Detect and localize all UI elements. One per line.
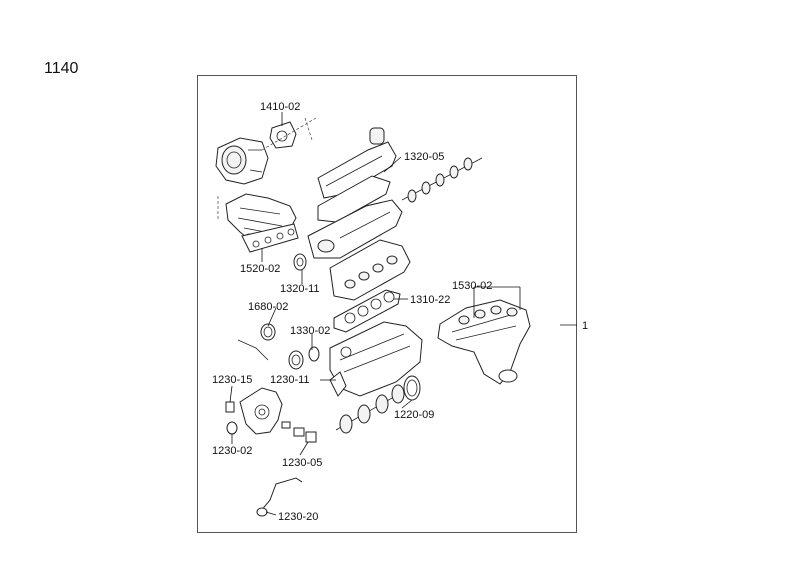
oil-pump-housing-part[interactable] [239, 387, 283, 435]
label-1230-15: 1230-15 [212, 374, 252, 386]
cam-carrier-part[interactable] [307, 199, 403, 259]
label-1220-09: 1220-09 [394, 409, 434, 421]
head-gasket-part[interactable] [333, 289, 401, 333]
camshaft-part[interactable] [401, 157, 483, 203]
gasket-1230-11-part[interactable] [329, 371, 347, 397]
throttle-body-part[interactable] [215, 137, 269, 185]
page-number: 1140 [44, 60, 79, 77]
valve-cover-part[interactable] [317, 127, 397, 199]
label-1530-02: 1530-02 [452, 280, 492, 292]
exhaust-manifold-part[interactable] [437, 299, 531, 385]
diagram-frame [197, 75, 577, 533]
label-1230-05: 1230-05 [282, 457, 322, 469]
oring-1230-02-part[interactable] [226, 421, 238, 435]
label-1410-02: 1410-02 [260, 101, 300, 113]
label-1: 1 [582, 320, 588, 332]
dipstick-part[interactable] [237, 323, 276, 361]
cylinder-head-part[interactable] [329, 239, 411, 301]
bolt-1230-15-part[interactable] [225, 401, 235, 413]
label-1520-02: 1520-02 [240, 263, 280, 275]
label-1230-20: 1230-20 [278, 511, 318, 523]
crankshaft-part[interactable] [335, 384, 407, 434]
label-1320-11: 1320-11 [280, 283, 320, 295]
leader-lines [229, 112, 577, 516]
label-1230-02: 1230-02 [212, 445, 252, 457]
label-1330-02: 1330-02 [290, 325, 330, 337]
label-1310-22: 1310-22 [410, 294, 450, 306]
label-1680-02: 1680-02 [248, 301, 288, 313]
throttle-gasket-part[interactable] [269, 121, 297, 149]
valve-cover-gasket-part[interactable] [317, 175, 391, 223]
fitting-1230-05-part[interactable] [281, 421, 317, 443]
label-1230-11: 1230-11 [270, 374, 310, 386]
intake-gasket-part[interactable] [241, 223, 299, 253]
cam-oil-seal-part[interactable] [293, 253, 307, 271]
label-1320-05: 1320-05 [404, 151, 444, 163]
front-seal-1330-02-part[interactable] [288, 346, 320, 370]
rear-main-seal-part[interactable] [403, 375, 421, 401]
